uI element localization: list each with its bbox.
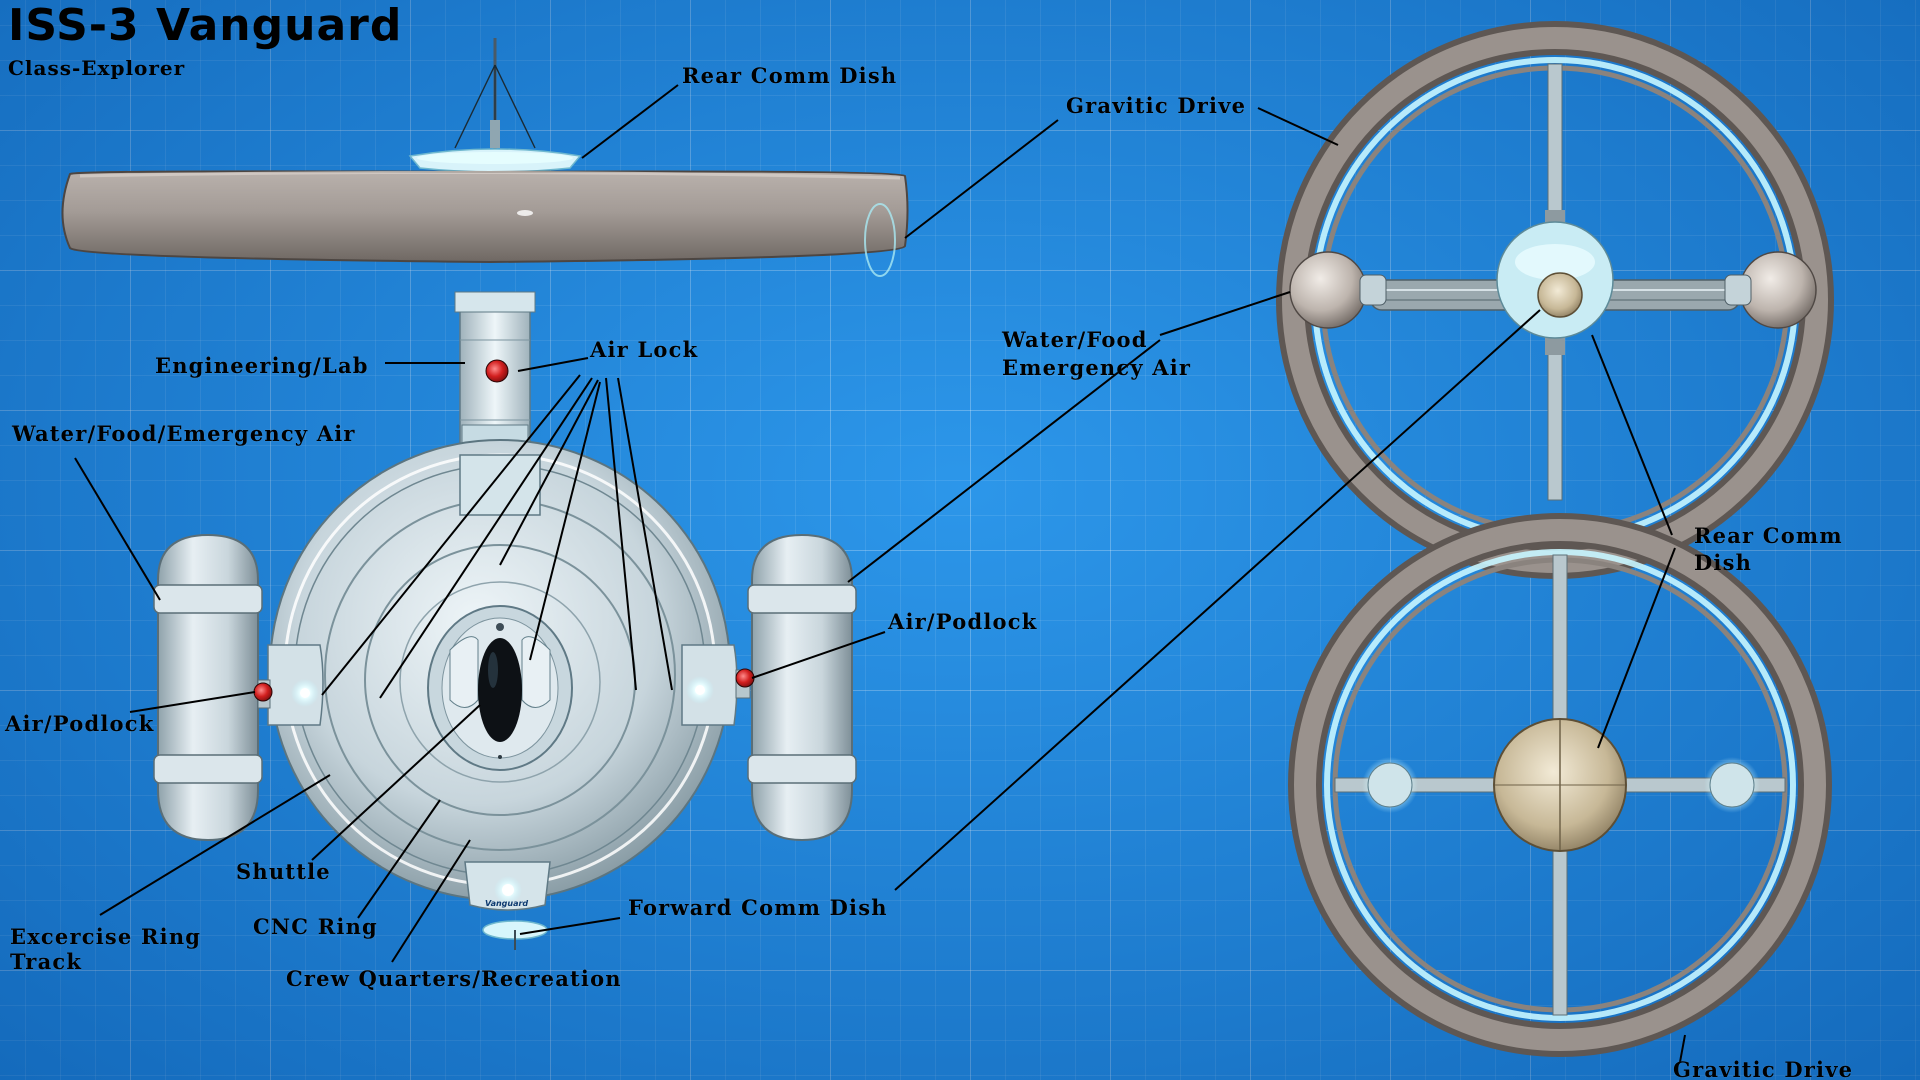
label-engineering-lab: Engineering/Lab	[155, 353, 369, 378]
side-mounts	[267, 644, 738, 726]
ship-name-badge: Vanguard	[485, 899, 529, 908]
label-water-food-right-2: Emergency Air	[1002, 355, 1192, 380]
engineering-lab-tower	[454, 291, 536, 462]
label-water-food-left: Water/Food/Emergency Air	[12, 421, 356, 446]
page-title: ISS-3 Vanguard	[8, 0, 403, 51]
left-supply-pod	[153, 533, 273, 842]
label-forward-comm-dish: Forward Comm Dish	[628, 895, 888, 920]
label-air-podlock-right: Air/Podlock	[888, 609, 1038, 634]
gravitic-drive-rear-view	[1288, 513, 1832, 1057]
label-shuttle: Shuttle	[236, 859, 331, 884]
label-air-podlock-left: Air/Podlock	[5, 711, 155, 736]
label-rear-comm-dish-top: Rear Comm Dish	[682, 63, 898, 88]
gravitic-drive-front-view	[1276, 21, 1834, 579]
label-gravitic-drive-bottom: Gravitic Drive	[1673, 1057, 1854, 1080]
page-subtitle: Class-Explorer	[8, 56, 186, 80]
label-exercise-ring-2: Track	[10, 949, 83, 974]
rear-comm-dish-mast	[408, 38, 582, 173]
gravitic-drive-ring-side	[61, 170, 909, 277]
leader-lines	[74, 84, 1686, 1063]
label-water-food-right-1: Water/Food	[1002, 327, 1148, 352]
label-gravitic-drive-top: Gravitic Drive	[1066, 93, 1247, 118]
label-air-lock: Air Lock	[590, 337, 699, 362]
right-supply-pod	[735, 533, 857, 842]
label-cnc-ring: CNC Ring	[253, 914, 378, 939]
shuttle	[449, 623, 551, 759]
label-crew-quarters: Crew Quarters/Recreation	[286, 966, 622, 991]
label-exercise-ring-1: Excercise Ring	[10, 924, 202, 949]
label-rear-comm-right-1: Rear Comm	[1694, 523, 1843, 548]
forward-comm-dish	[464, 861, 551, 950]
label-rear-comm-right-2: Dish	[1694, 550, 1753, 575]
